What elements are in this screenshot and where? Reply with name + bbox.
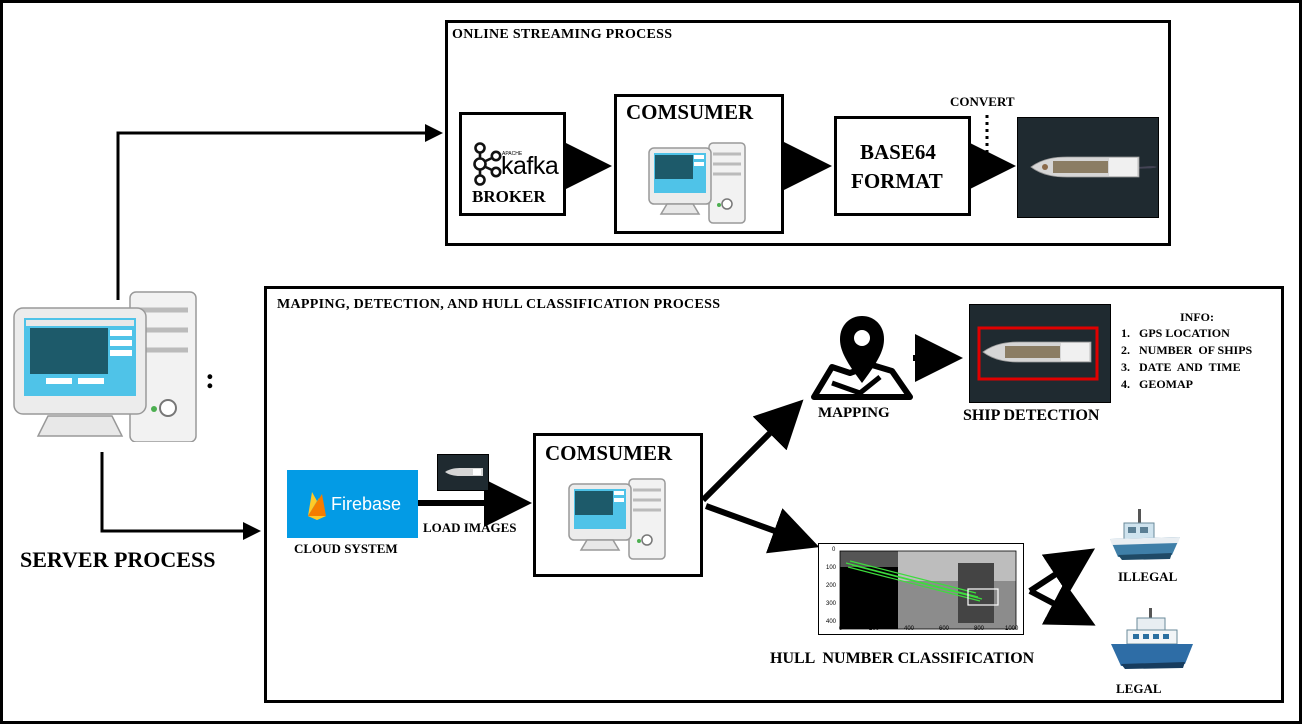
plot-ytick-4: 400: [826, 619, 837, 625]
kafka-small-text: APACHE: [502, 151, 523, 157]
info-item-3: 3. DATE AND TIME: [1121, 360, 1241, 374]
legal-boat-icon: [1111, 608, 1193, 669]
firebase-word: Firebase: [331, 494, 402, 514]
plot-xtick-4: 800: [974, 626, 985, 632]
base64-box: [834, 116, 971, 216]
broker-box: [459, 112, 566, 216]
ship-detection-label: SHIP DETECTION: [963, 407, 1100, 424]
ship-image-online: [1017, 117, 1159, 218]
mapping-label: MAPPING: [818, 405, 890, 421]
hull-classification-label: HULL NUMBER CLASSIFICATION: [770, 650, 1035, 667]
info-item-2: 2. NUMBER OF SHIPS: [1121, 343, 1253, 357]
arrow-server-to-mapping: [100, 452, 261, 540]
base64-line2: FORMAT: [851, 169, 943, 193]
broker-label: BROKER: [472, 187, 546, 206]
plot-xtick-2: 400: [904, 626, 915, 632]
base64-line1: BASE64: [860, 140, 936, 164]
load-image-thumbnail: [437, 454, 489, 491]
arrow-hull-to-illegal: [1028, 548, 1096, 595]
plot-ytick-1: 100: [826, 565, 837, 571]
server-process-label: SERVER PROCESS: [20, 547, 216, 572]
illegal-label: ILLEGAL: [1118, 569, 1178, 584]
info-item-4: 4. GEOMAP: [1121, 377, 1193, 391]
arrow-consumer-to-hull: [704, 503, 820, 554]
info-item-1: 1. GPS LOCATION: [1121, 326, 1230, 340]
online-consumer-label: COMSUMER: [626, 100, 754, 124]
online-section-title: ONLINE STREAMING PROCESS: [452, 27, 673, 42]
convert-label: CONVERT: [950, 94, 1015, 109]
server-computer-icon: [13, 291, 197, 442]
plot-ytick-3: 300: [826, 601, 837, 607]
plot-ytick-0: 0: [832, 547, 836, 553]
arrow-server-to-online: [116, 124, 443, 300]
map-pin-icon: [811, 316, 913, 400]
arrow-consumer-to-mapping: [700, 399, 804, 503]
ship-detection-image: [969, 304, 1111, 403]
legal-label: LEGAL: [1116, 681, 1162, 696]
plot-xtick-1: 200: [869, 626, 880, 632]
mapping-section-title: MAPPING, DETECTION, AND HULL CLASSIFICAT…: [277, 297, 721, 312]
consumer-computer-icon: [648, 142, 746, 224]
illegal-boat-icon: [1110, 509, 1180, 560]
mapping-detection-panel: [264, 286, 1284, 703]
mapping-consumer-computer-icon: [568, 478, 666, 560]
kafka-logo-icon: [473, 142, 502, 186]
kafka-word: kafka: [501, 152, 559, 180]
cloud-system-label: CLOUD SYSTEM: [294, 541, 398, 556]
plot-xtick-3: 600: [939, 626, 950, 632]
server-colon: :: [205, 362, 215, 395]
info-title: INFO:: [1180, 310, 1214, 324]
plot-ytick-2: 200: [826, 583, 837, 589]
firebase-flame-icon: [308, 492, 326, 520]
load-images-label: LOAD IMAGES: [423, 520, 517, 535]
mapping-consumer-label: COMSUMER: [545, 441, 673, 465]
arrow-hull-to-legal: [1028, 581, 1096, 626]
plot-xtick-0: 0: [839, 626, 843, 632]
firebase-logo: [287, 470, 418, 538]
plot-xtick-5: 1000: [1005, 626, 1019, 632]
hull-number-plot: [818, 543, 1024, 635]
